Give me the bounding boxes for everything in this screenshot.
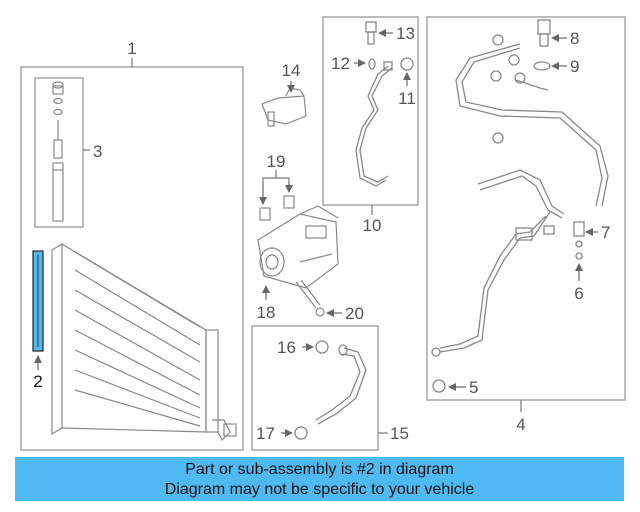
callout-4: 4 [516,415,525,434]
compressor-fittings [259,195,295,221]
callout-16: 16 [277,338,296,357]
callout-18: 18 [257,303,276,322]
refrigerant-lines-group-box [426,16,626,401]
callout-11: 11 [398,89,416,108]
condenser [51,242,237,442]
callout-19: 19 [267,152,286,171]
callout-2: 2 [33,372,42,391]
compressor [257,205,339,289]
callout-10: 10 [363,216,382,235]
hose-10-group-box [322,16,419,206]
receiver-drier-parts [52,81,64,222]
callout-15: 15 [390,424,409,443]
callout-8: 8 [570,29,579,48]
callout-3: 3 [93,142,102,161]
callout-14: 14 [282,61,301,80]
condenser-group-box [20,66,244,451]
parts-diagram: 1 2 3 4 5 6 7 8 9 10 11 12 13 14 15 16 1… [20,16,626,451]
refrigerant-lines [431,19,609,393]
callout-arrows [34,29,598,437]
callout-13: 13 [396,24,415,43]
callout-7: 7 [601,223,610,242]
leader-lines [83,58,522,434]
hose-15-group-box [251,325,379,451]
callout-5: 5 [469,378,478,397]
callout-6: 6 [574,284,583,303]
banner-line-1: Part or sub-assembly is #2 in diagram [185,461,454,478]
callout-1: 1 [127,39,136,58]
suction-hose-10 [355,21,414,187]
discharge-hose-15 [294,340,367,440]
callout-9: 9 [570,57,579,76]
info-banner: Part or sub-assembly is #2 in diagram Di… [15,457,624,501]
callout-12: 12 [331,54,350,73]
drier-group-box [34,77,84,228]
pressure-switch [261,87,307,127]
callout-17: 17 [256,424,275,443]
compressor-bolt [295,279,325,317]
banner-line-2: Diagram may not be specific to your vehi… [164,481,475,498]
callout-20: 20 [345,304,364,323]
